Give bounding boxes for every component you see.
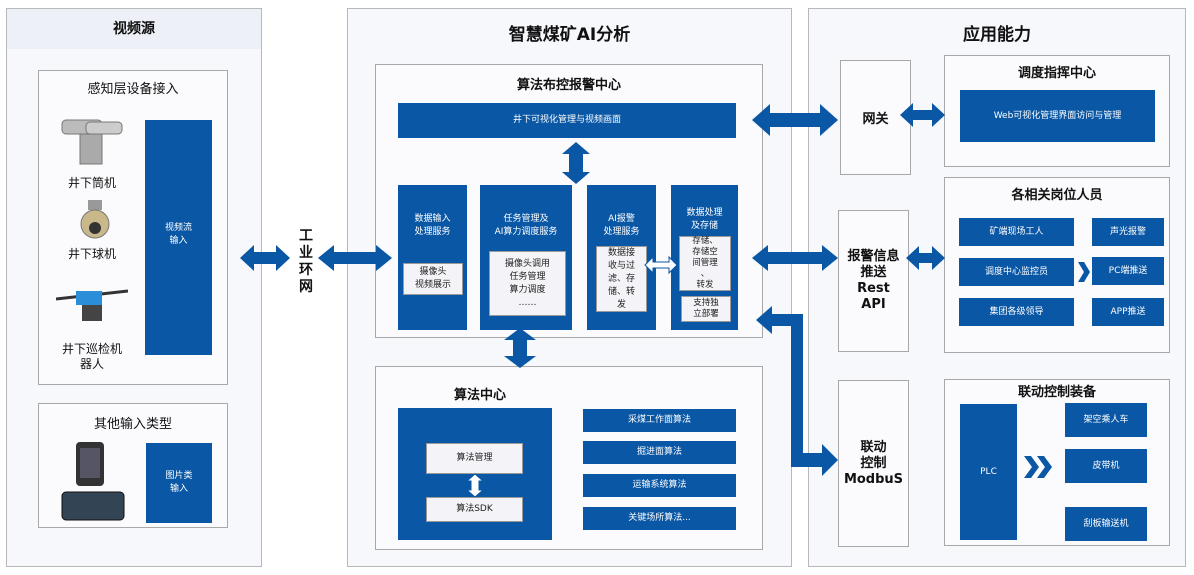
alarm-channel: APP推送: [1092, 298, 1164, 326]
staff-role: 矿端现场工人: [959, 218, 1074, 246]
service-inner: 摄像头 视频展示: [403, 263, 463, 295]
industrial-ring-network: 工 业 环 网: [299, 228, 313, 295]
image-input: 图片类 输入: [146, 443, 212, 523]
video-source-title: 视频源: [7, 9, 261, 49]
alarm-channel: 声光报警: [1092, 218, 1164, 246]
inspection-robot-icon: [55, 285, 129, 325]
alarm-center-title: 算法布控报警中心: [516, 78, 621, 93]
service-inner: 支持独 立部署: [681, 296, 731, 322]
app-capability-title: 应用能力: [963, 25, 1031, 45]
device-label: 井下巡检机 器人: [61, 342, 122, 371]
bullet-camera-icon: [58, 116, 126, 168]
device-label: 井下筒机: [67, 176, 116, 190]
service-inner: 存储、 存储空 间管理 、 转发: [679, 236, 731, 291]
service-title: 数据输入 处理服务: [414, 214, 451, 237]
equipment-item: 皮带机: [1065, 449, 1147, 483]
sensing-title: 感知层设备接入: [87, 82, 179, 97]
algo-center-title: 算法中心: [453, 388, 506, 403]
staff-role: 集团各级领导: [959, 298, 1074, 326]
linkage-control-box: 联动 控制 ModbuS: [838, 380, 909, 547]
dispatch-title: 调度指挥中心: [1017, 66, 1096, 81]
gateway-box: 网关: [840, 60, 911, 175]
other-input-title: 其他输入类型: [93, 417, 172, 432]
algo-sdk: 算法SDK: [426, 497, 523, 522]
alarm-push-box: 报警信息 推送 Rest API: [838, 210, 909, 352]
equipment-title: 联动控制装备: [1017, 385, 1096, 400]
video-stream-input: 视频流 输入: [145, 120, 212, 355]
staff-role: 调度中心监控员: [959, 258, 1074, 286]
visual-management-bar: 井下可视化管理与视频画面: [398, 103, 736, 138]
algo-item: 采煤工作面算法: [583, 409, 736, 432]
algo-item: 掘进面算法: [583, 441, 736, 464]
service-title: AI报警 处理服务: [603, 214, 640, 237]
algo-management: 算法管理: [426, 443, 523, 474]
device-icon: [58, 440, 130, 522]
algo-item: 运输系统算法: [583, 474, 736, 497]
service-box: 数据输入 处理服务: [398, 185, 467, 330]
service-title: 数据处理 及存储: [686, 208, 723, 231]
service-title: 任务管理及 AI算力调度服务: [494, 214, 558, 237]
equipment-item: 刮板输送机: [1065, 507, 1147, 541]
algo-item: 关键场所算法...: [583, 507, 736, 530]
plc-block: PLC: [960, 404, 1017, 540]
alarm-channel: PC端推送: [1092, 257, 1164, 285]
equipment-item: 架空乘人车: [1065, 403, 1147, 437]
ai-analysis-title: 智慧煤矿AI分析: [508, 25, 631, 45]
service-inner: 摄像头调用 任务管理 算力调度 ……: [489, 251, 566, 316]
staff-title: 各相关岗位人员: [1011, 188, 1103, 203]
dome-camera-icon: [78, 198, 112, 242]
device-label: 井下球机: [67, 247, 116, 261]
web-management: Web可视化管理界面访问与管理: [960, 90, 1155, 142]
service-inner: 数据接 收与过 滤、存 储、转 发: [596, 246, 647, 312]
